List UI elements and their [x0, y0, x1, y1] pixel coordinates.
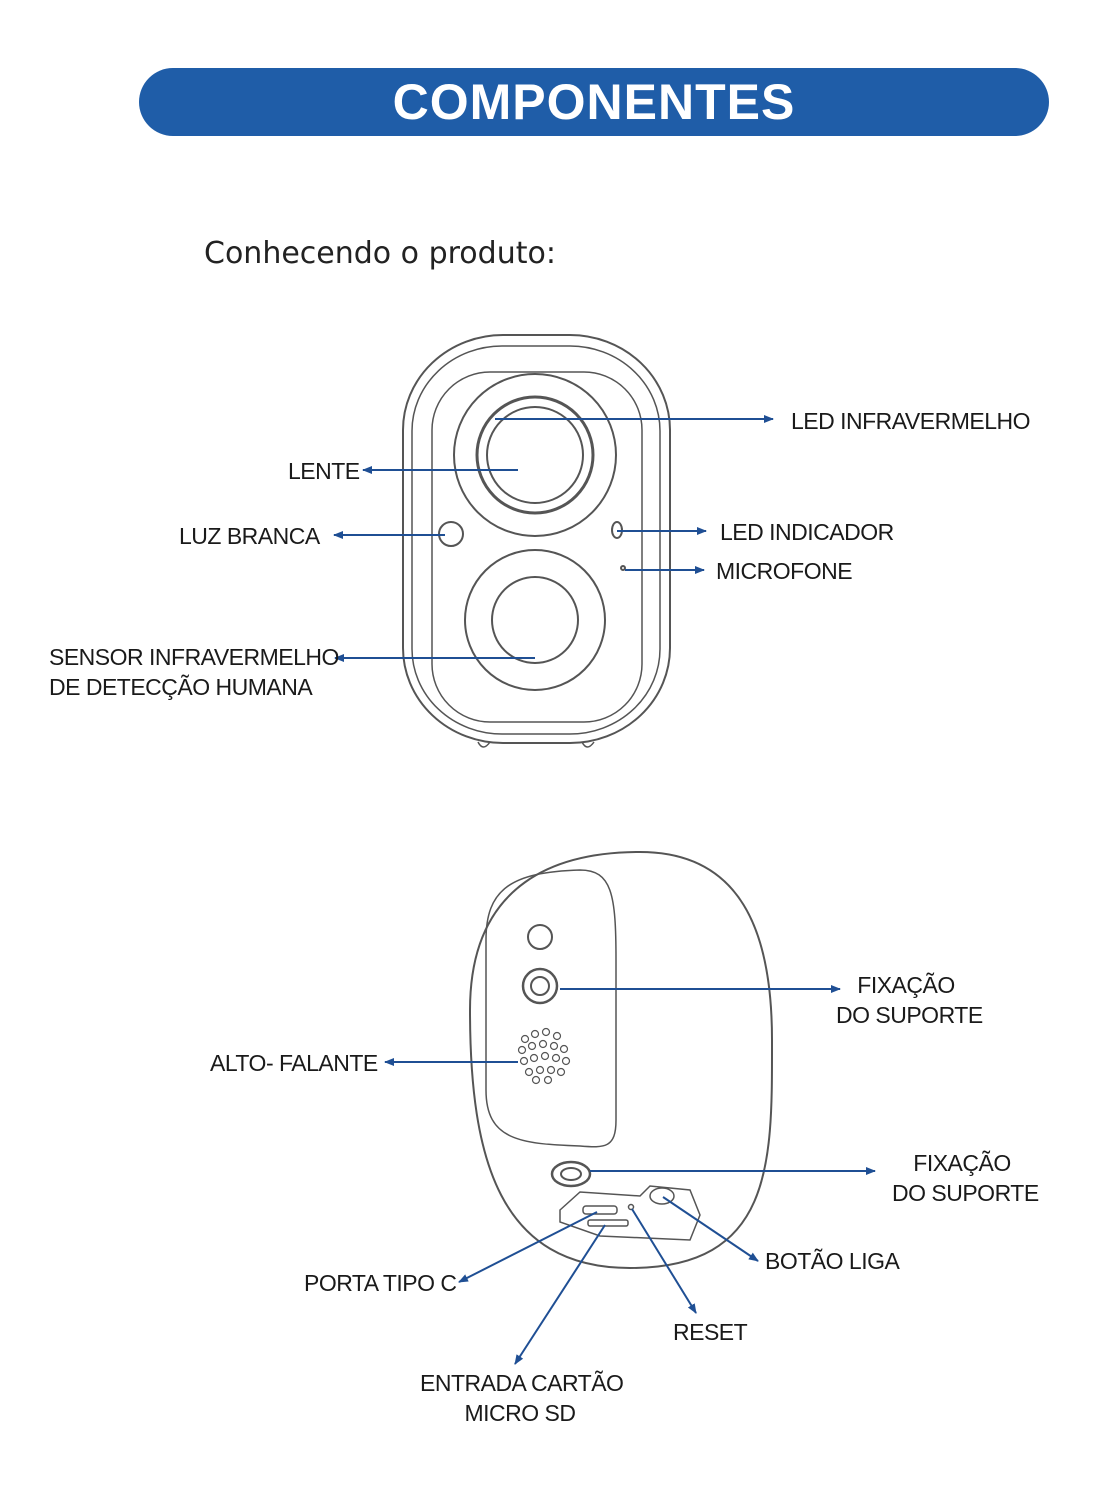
label-porta-tipo-c: PORTA TIPO C [304, 1270, 457, 1296]
arrow-micro-sd [514, 1224, 606, 1365]
label-fixacao-top-line1: FIXAÇÃO [857, 972, 955, 998]
label-luz-branca: LUZ BRANCA [179, 523, 320, 549]
lens [475, 395, 595, 515]
label-cartao-line2: MICRO SD [464, 1400, 577, 1426]
label-fixacao-bottom: FIXAÇÃO DO SUPORTE [892, 1148, 1039, 1208]
label-sensor-infravermelho: SENSOR INFRAVERMELHO DE DETECÇÃO HUMANA [49, 642, 339, 702]
label-sensor-line1: SENSOR INFRAVERMELHO [49, 644, 339, 670]
label-entrada-cartao: ENTRADA CARTÃO MICRO SD [420, 1368, 624, 1428]
label-fixacao-top-line2: DO SUPORTE [836, 1002, 983, 1028]
port-panel [559, 1185, 701, 1241]
back-camera-view [468, 850, 774, 1270]
arrow-reset [631, 1208, 697, 1314]
subtitle: Conhecendo o produto: [204, 236, 556, 271]
pir-sensor [464, 549, 606, 691]
arrow-porta-tipo-c [458, 1211, 598, 1283]
page-title: COMPONENTES [392, 74, 796, 130]
power-button [649, 1187, 675, 1205]
usb-c-port [582, 1205, 618, 1215]
header-banner: COMPONENTES [139, 68, 1049, 136]
label-fixacao-top: FIXAÇÃO DO SUPORTE [836, 970, 983, 1030]
microphone-hole [620, 565, 626, 571]
label-lente: LENTE [288, 458, 360, 484]
reset-hole [627, 1203, 635, 1211]
label-fixacao-bottom-line1: FIXAÇÃO [913, 1150, 1011, 1176]
arrow-botao-liga [662, 1196, 759, 1262]
label-botao-liga: BOTÃO LIGA [765, 1248, 900, 1274]
micro-sd-slot [587, 1219, 629, 1227]
label-led-indicador: LED INDICADOR [720, 519, 894, 545]
label-reset: RESET [673, 1319, 748, 1345]
mount-screw-bottom [550, 1160, 592, 1188]
front-camera-view [402, 334, 671, 748]
label-led-infravermelho: LED INFRAVERMELHO [791, 408, 1031, 434]
label-microfone: MICROFONE [716, 558, 853, 584]
label-sensor-line2: DE DETECÇÃO HUMANA [49, 674, 313, 700]
speaker-grille [517, 1027, 571, 1085]
back-light [527, 924, 553, 950]
label-fixacao-bottom-line2: DO SUPORTE [892, 1180, 1039, 1206]
mount-screw-top [521, 967, 559, 1005]
label-cartao-line1: ENTRADA CARTÃO [420, 1370, 624, 1396]
label-alto-falante: ALTO- FALANTE [210, 1050, 378, 1076]
infrared-led-ring [453, 373, 617, 537]
